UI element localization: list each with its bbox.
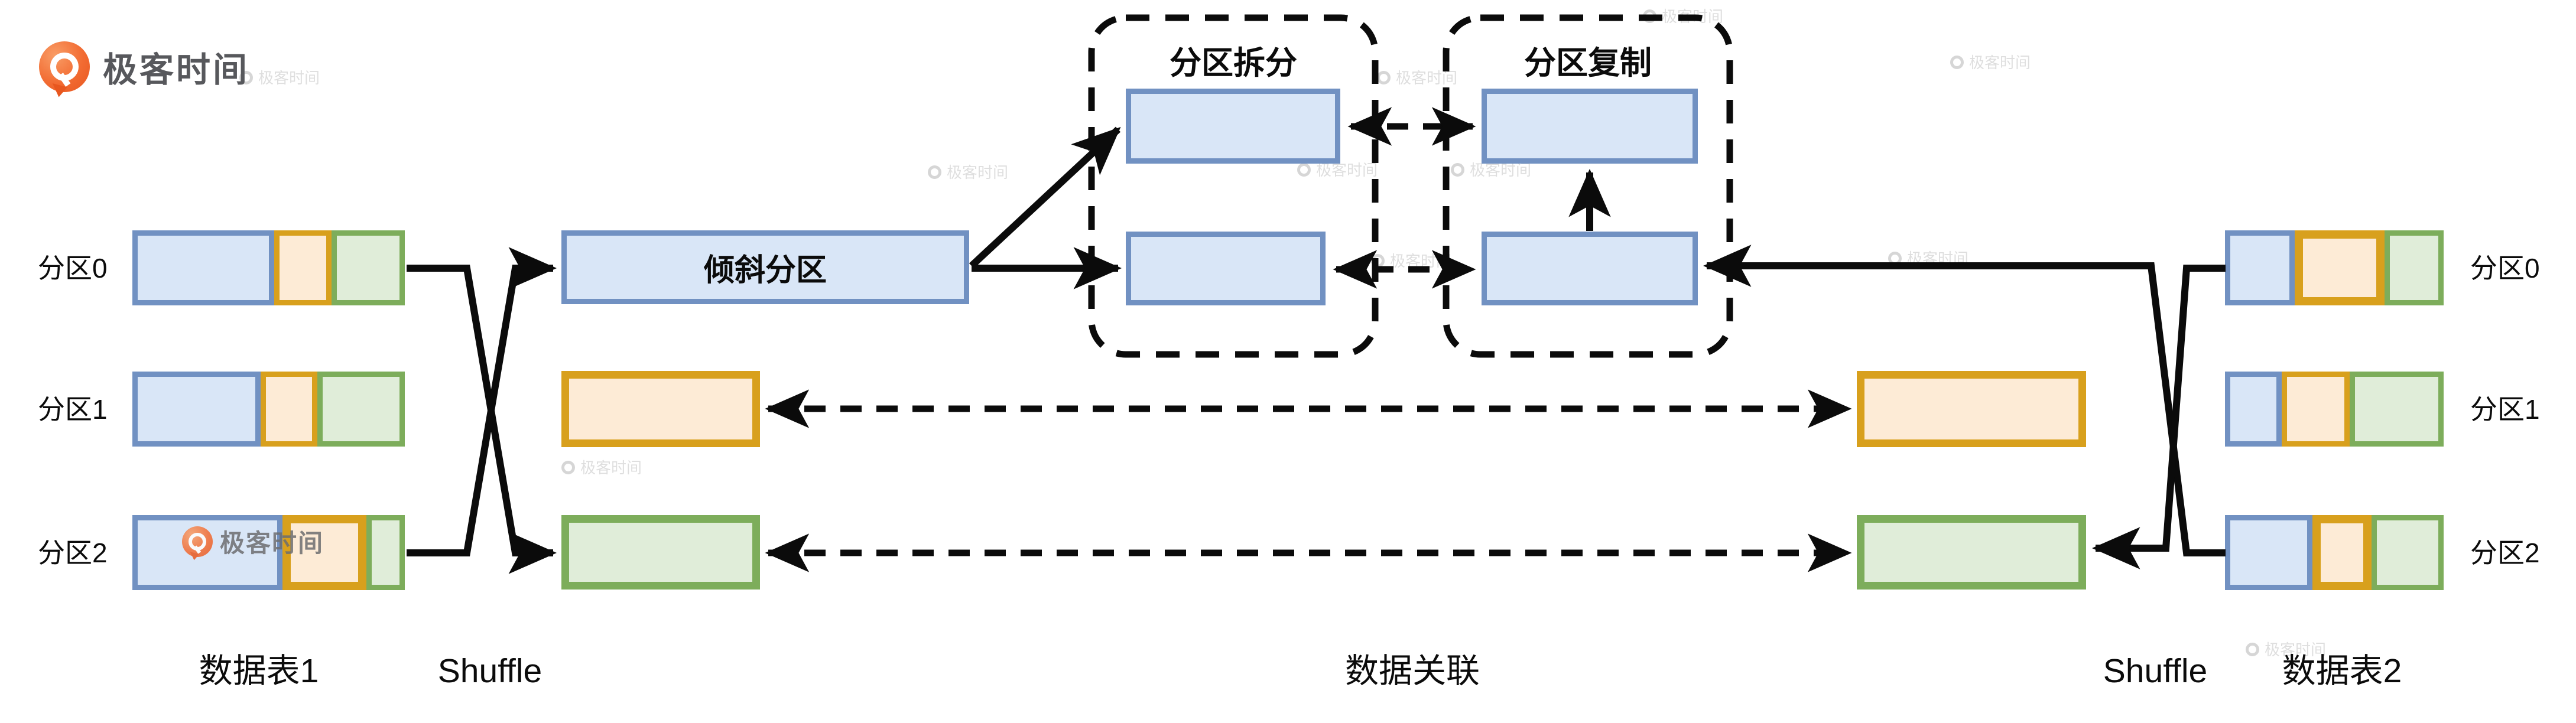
arrow-left-partition0-to-green (407, 265, 557, 574)
right-partition-bar-1 (2225, 372, 2444, 447)
watermark-brand-text: 极客时间 (220, 529, 324, 557)
left-shuffle-label: Shuffle (437, 652, 543, 690)
watermark: 极客时间 (2246, 638, 2326, 660)
watermark: 极客时间 (928, 161, 1008, 183)
right-shuffle-label: Shuffle (2103, 652, 2208, 690)
watermark: 极客时间 (561, 456, 642, 478)
copy-box-top (1482, 89, 1698, 164)
segment-green (2371, 515, 2444, 590)
right-partition-bar-0 (2225, 230, 2444, 305)
right-partition-label-1: 分区1 (2470, 394, 2540, 425)
geektime-pin-icon (39, 41, 90, 99)
geektime-pin-icon (182, 526, 213, 561)
segment-orange-highlighted (2295, 230, 2385, 305)
right-table-caption: 数据表2 (2282, 652, 2402, 690)
join-label: 数据关联 (1345, 652, 1480, 690)
arrow-right-partition0-to-green (2091, 265, 2226, 569)
logo: 极客时间 (39, 41, 250, 99)
segment-orange (2282, 372, 2350, 447)
watermark: 极客时间 (1377, 66, 1457, 88)
watermark: 极客时间 (1643, 5, 1723, 27)
right-partition-label-2: 分区2 (2470, 538, 2540, 568)
segment-orange (260, 372, 318, 447)
segment-green (2385, 230, 2444, 305)
left-partition-bar-1 (132, 372, 405, 447)
right-partition-bar-2 (2225, 515, 2444, 590)
right-orange-partition-box (1857, 371, 2086, 447)
left-partition-label-2: 分区2 (38, 538, 108, 568)
segment-blue (132, 372, 261, 447)
skewed-partition-label: 倾斜分区 (703, 253, 827, 288)
copy-box-bottom (1482, 232, 1698, 305)
segment-green (317, 372, 405, 447)
segment-blue (132, 230, 274, 305)
watermark: 极客时间 (1888, 247, 1968, 269)
segment-orange-highlighted (2312, 515, 2372, 590)
watermark-logo: 极客时间 (182, 523, 324, 561)
segment-green (366, 515, 405, 590)
left-partition-label-1: 分区1 (38, 394, 108, 425)
brand-name: 极客时间 (103, 51, 250, 89)
segment-green (331, 230, 405, 305)
segment-blue (2225, 230, 2295, 305)
watermark: 极客时间 (1950, 51, 2031, 73)
segment-green (2349, 372, 2444, 447)
left-orange-partition-box (561, 371, 760, 447)
split-box-bottom (1126, 232, 1326, 305)
split-group-label: 分区拆分 (1170, 45, 1297, 81)
watermark: 极客时间 (1371, 249, 1451, 271)
left-green-partition-box (561, 515, 760, 590)
segment-orange-highlighted (282, 515, 367, 590)
right-partition-label-0: 分区0 (2470, 253, 2540, 284)
segment-blue (2225, 515, 2312, 590)
left-partition-bar-2 (132, 515, 405, 590)
left-partition-label-0: 分区0 (38, 253, 108, 284)
copy-group-label: 分区复制 (1524, 45, 1652, 81)
right-green-partition-box (1857, 515, 2086, 590)
arrow-skewed-to-split-top (969, 126, 1121, 269)
left-partition-bar-0 (132, 230, 405, 305)
arrow-left-partition2-to-skewed (407, 247, 557, 556)
segment-blue (2225, 372, 2282, 447)
split-box-top (1126, 89, 1340, 164)
watermark: 极客时间 (239, 66, 320, 88)
segment-orange (274, 230, 332, 305)
left-table-caption: 数据表1 (199, 652, 319, 690)
skewed-partition-box: 倾斜分区 (561, 230, 969, 304)
